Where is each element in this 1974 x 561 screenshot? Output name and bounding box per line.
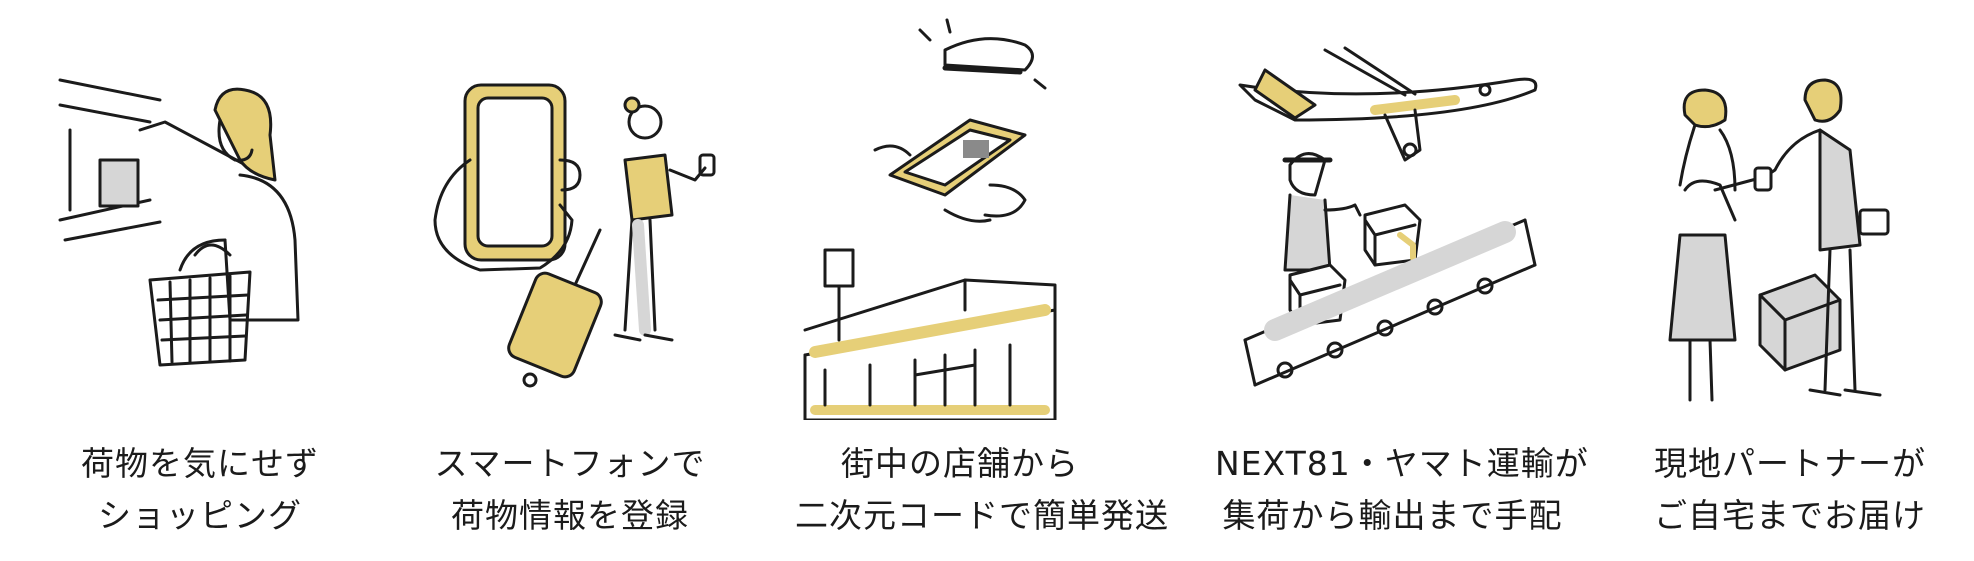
caption-line-2: ショッピング <box>98 496 302 535</box>
step-3: 街中の店舗から 二次元コードで簡単発送 <box>795 0 1169 561</box>
airplane-conveyor-icon <box>1238 46 1538 387</box>
caption-line-2: 荷物情報を登録 <box>451 496 689 535</box>
step-1: 荷物を気にせず ショッピング <box>40 0 360 561</box>
step-4: NEXT81・ヤマト運輸が 集荷から輸出まで手配 <box>1215 0 1589 561</box>
step-caption: 現地パートナーが ご自宅までお届け <box>1640 438 1940 542</box>
caption-line-2: ご自宅までお届け <box>1654 496 1926 535</box>
caption-line-1: 街中の店舗から <box>841 444 1079 483</box>
step-2: スマートフォンで 荷物情報を登録 <box>410 0 730 561</box>
caption-line-1: スマートフォンで <box>434 444 706 483</box>
caption-line-1: NEXT81・ヤマト運輸が <box>1215 444 1589 483</box>
caption-line-2: 集荷から輸出まで手配 <box>1222 496 1563 535</box>
convenience-store-icon <box>803 18 1057 420</box>
caption-line-1: 荷物を気にせず <box>81 444 319 483</box>
step-caption: NEXT81・ヤマト運輸が 集荷から輸出まで手配 <box>1215 438 1589 542</box>
delivery-handover-icon <box>1668 78 1890 402</box>
step-5: 現地パートナーが ご自宅までお届け <box>1640 0 1940 561</box>
smartphone-traveler-icon <box>433 83 716 388</box>
shopping-woman-icon <box>58 78 300 367</box>
step-caption: スマートフォンで 荷物情報を登録 <box>410 438 730 542</box>
step-caption: 荷物を気にせず ショッピング <box>40 438 360 542</box>
caption-line-2: 二次元コードで簡単発送 <box>795 496 1169 535</box>
step-caption: 街中の店舗から 二次元コードで簡単発送 <box>795 438 1169 542</box>
caption-line-1: 現地パートナーが <box>1654 444 1926 483</box>
